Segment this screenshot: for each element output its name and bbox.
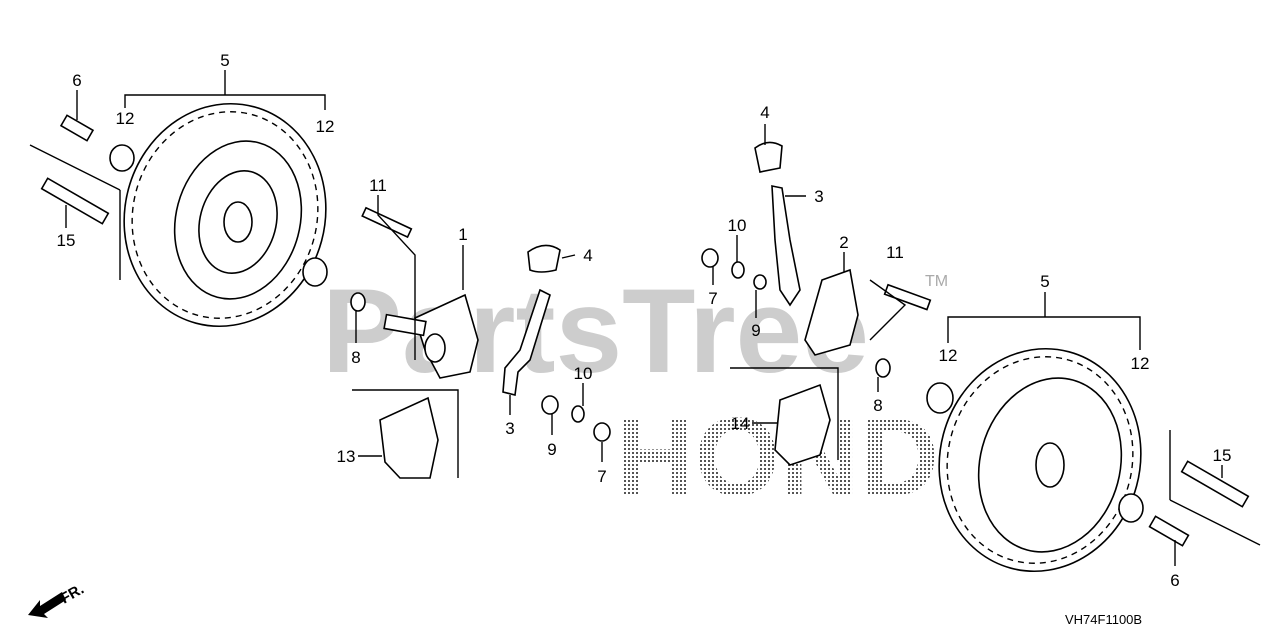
callout-3-left: 3 [505,419,514,438]
small-parts [40,114,1250,547]
callout-14: 14 [731,414,750,433]
callout-5-right: 5 [1040,272,1049,291]
callout-4-right: 4 [760,103,769,122]
callout-7-right: 7 [708,289,717,308]
callout-labels: 5 6 12 12 15 11 1 4 8 3 10 9 7 13 4 3 10… [57,51,1232,590]
callout-4-left: 4 [583,246,592,265]
callout-9-right: 9 [751,321,760,340]
callout-3-right: 3 [814,187,823,206]
callout-10-right: 10 [728,216,747,235]
front-label: FR. [58,581,87,608]
callout-5-left: 5 [220,51,229,70]
callout-10-left: 10 [574,364,593,383]
right-wheel-drawing [938,347,1142,573]
callout-15-right: 15 [1213,446,1232,465]
callout-6-right: 6 [1170,571,1179,590]
callout-15-left: 15 [57,231,76,250]
callout-12-left-b: 12 [316,117,335,136]
left-wheel-drawing [123,102,327,328]
callout-1: 1 [458,225,467,244]
diagram-code: VH74F1100B [1065,612,1142,627]
callout-11-left: 11 [369,176,387,195]
callout-7-left: 7 [597,467,606,486]
callout-9-left: 9 [547,440,556,459]
callout-12-left-a: 12 [116,109,135,128]
callout-6-left: 6 [72,71,81,90]
callout-13: 13 [337,447,356,466]
callout-12-right-b: 12 [1131,354,1150,373]
front-arrow-icon [28,592,66,618]
trademark-mark: TM [925,273,948,290]
front-direction-indicator: FR. [28,581,87,618]
callout-12-right-a: 12 [939,346,958,365]
leader-lines [29,70,1261,566]
callout-8-left: 8 [351,348,360,367]
callout-8-right: 8 [873,396,882,415]
callout-11-right: 11 [886,243,904,262]
callout-2: 2 [839,233,848,252]
